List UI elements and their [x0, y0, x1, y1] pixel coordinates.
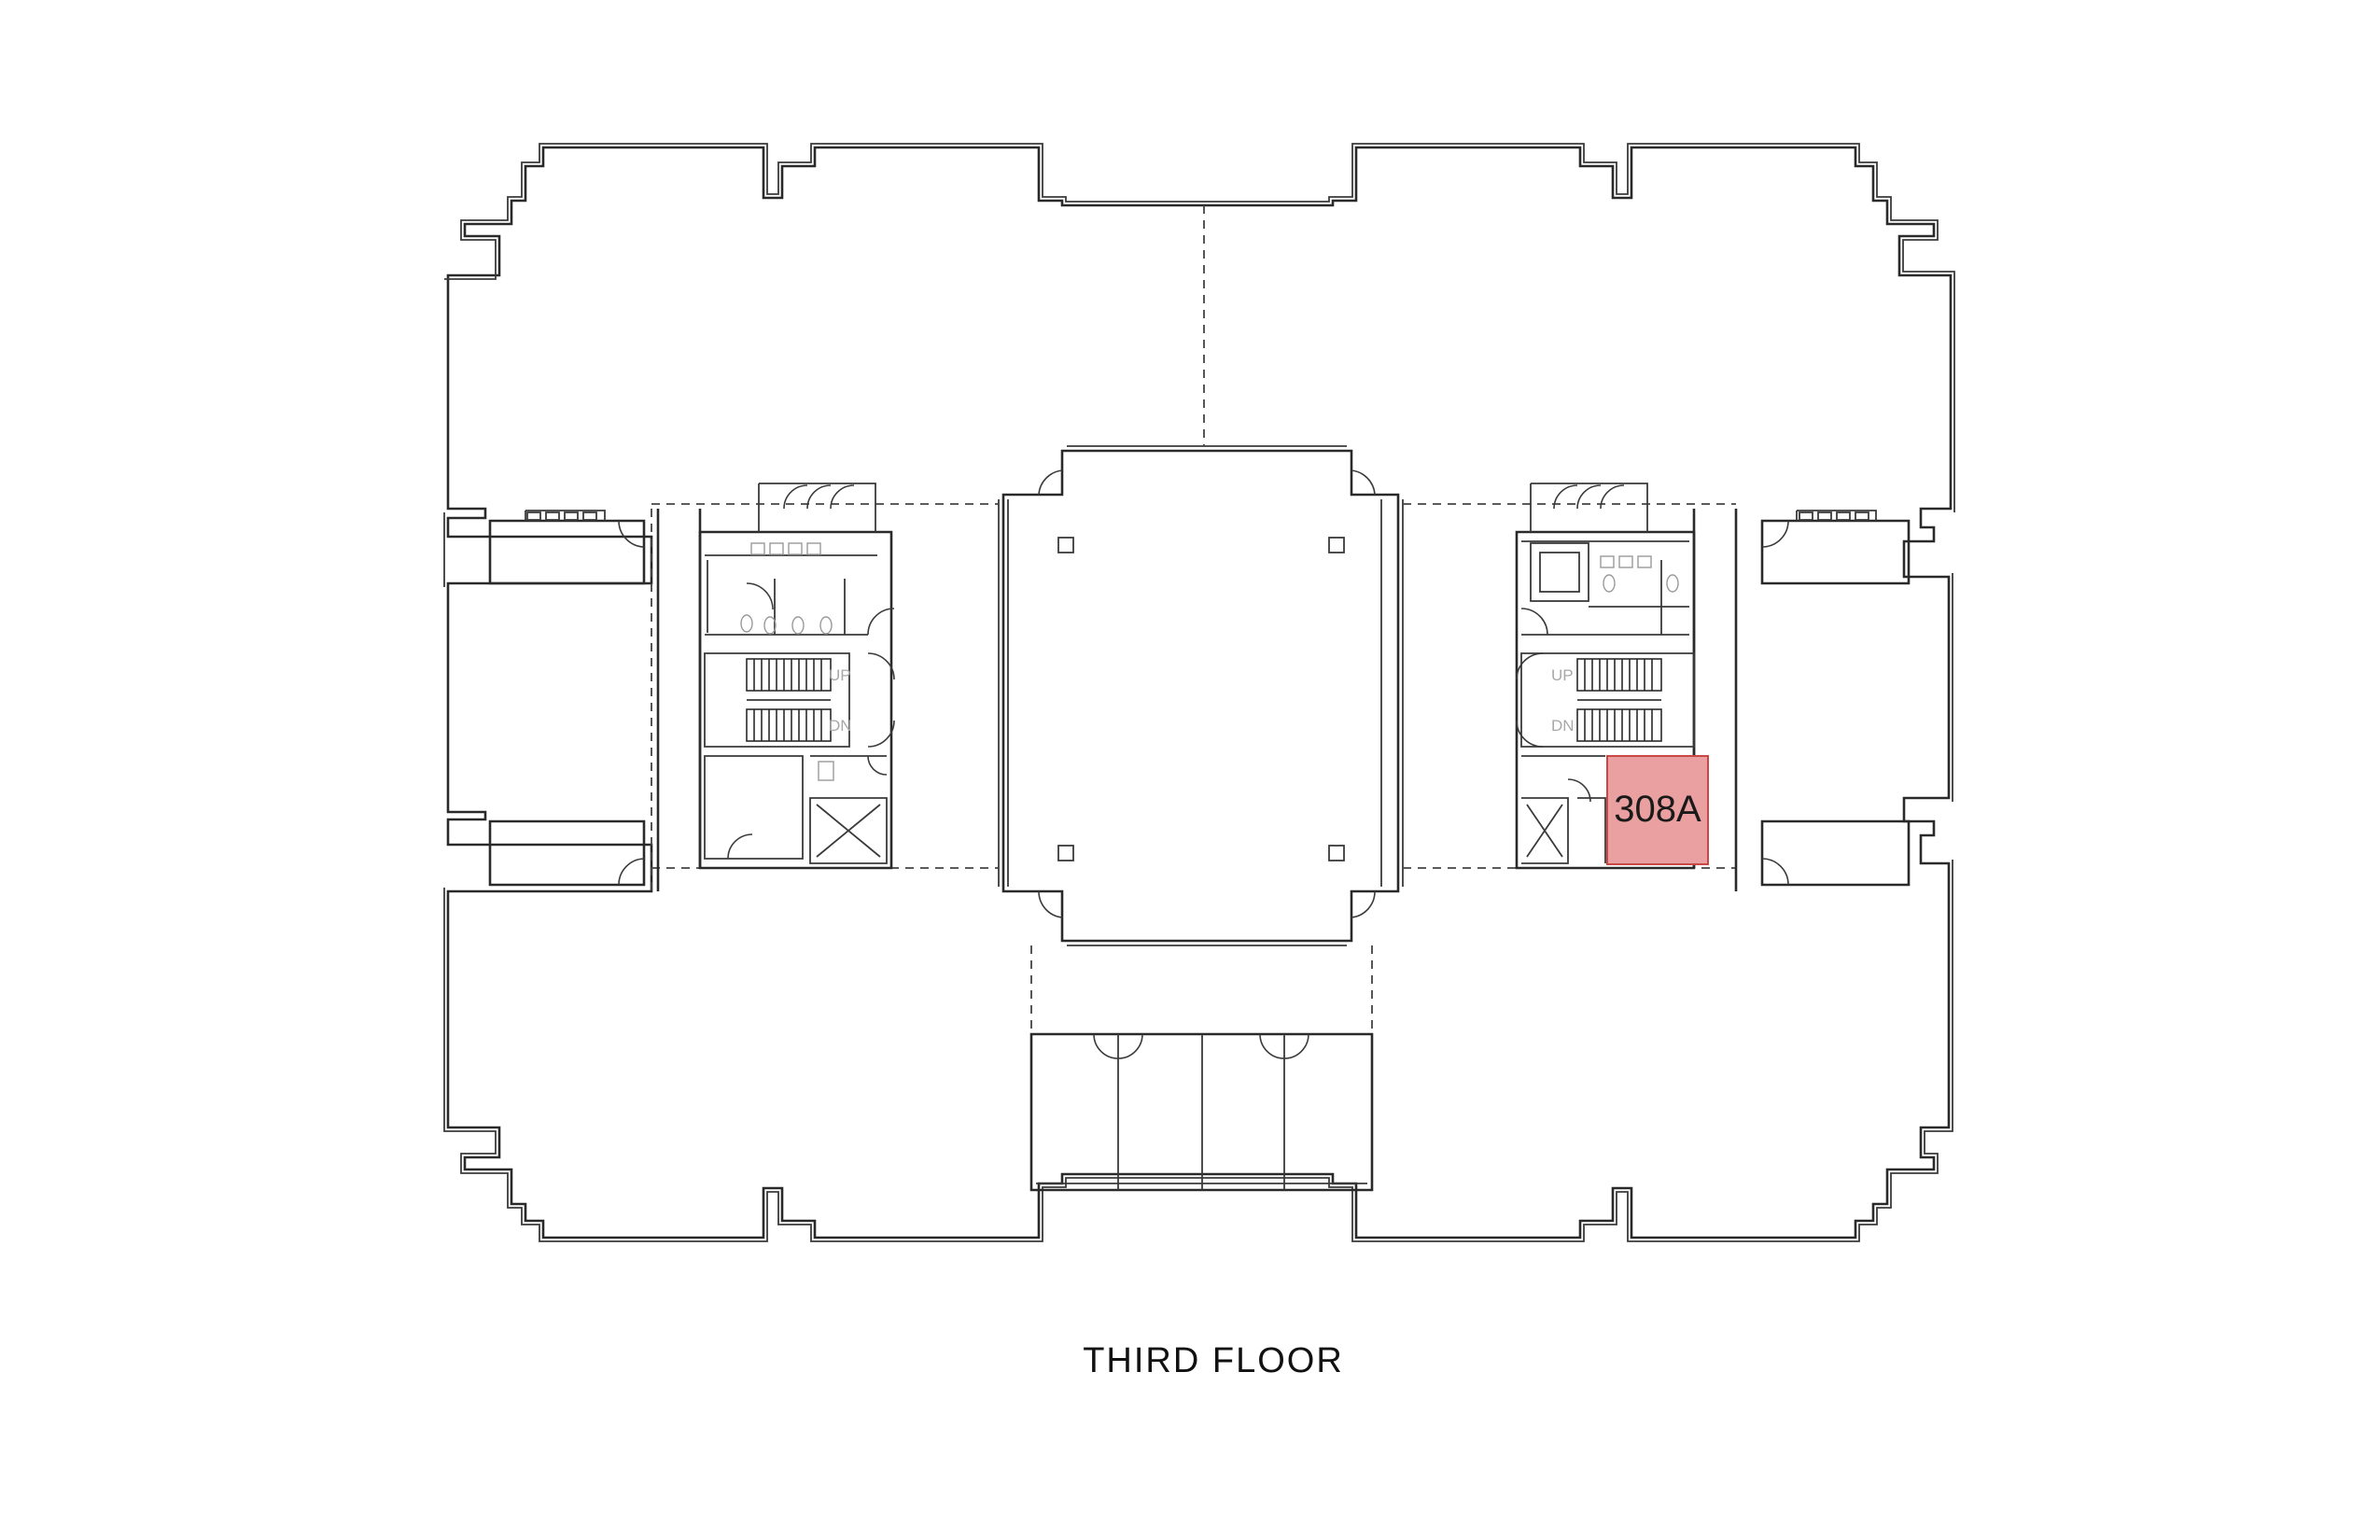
west-stair-down-label: DN	[829, 717, 852, 735]
floor-title: THIRD FLOOR	[1083, 1341, 1344, 1380]
west-stair-up-label: UP	[829, 666, 851, 684]
central-atrium	[998, 445, 1404, 946]
south-rooms	[1029, 1032, 1374, 1192]
circulation-lines	[651, 205, 1737, 1034]
east-stair-up-label: UP	[1551, 666, 1574, 684]
room-308a-highlight	[1606, 755, 1709, 865]
east-core	[1515, 483, 1911, 891]
east-stair-down-label: DN	[1551, 717, 1575, 735]
west-core	[488, 483, 895, 891]
room-308a[interactable]: 308A	[1606, 755, 1709, 865]
building-outline	[443, 143, 1955, 1242]
room-308a-label: 308A	[1614, 789, 1701, 830]
